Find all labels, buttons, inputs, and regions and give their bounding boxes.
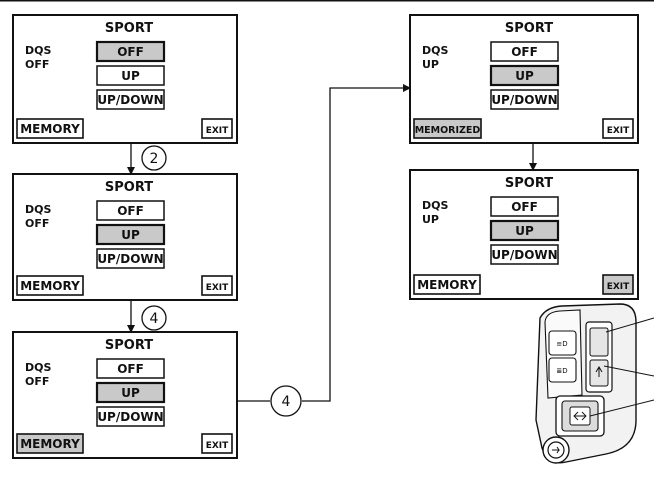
exit-button[interactable]: EXIT bbox=[602, 274, 634, 295]
screen-title: SPORT bbox=[505, 21, 553, 36]
svg-text:4: 4 bbox=[150, 311, 159, 327]
memory-button[interactable]: MEMORY bbox=[413, 274, 481, 295]
memorized-button[interactable]: MEMORIZED bbox=[413, 118, 482, 139]
option-up-down[interactable]: UP/DOWN bbox=[96, 248, 165, 269]
step-marker-2: 4 bbox=[141, 305, 167, 331]
screen-title: SPORT bbox=[105, 338, 153, 353]
option-label: OFF bbox=[117, 204, 144, 218]
exit-button[interactable]: EXIT bbox=[602, 118, 634, 139]
left-button-label: MEMORY bbox=[417, 278, 477, 292]
option-up-down[interactable]: UP/DOWN bbox=[490, 89, 559, 110]
exit-label: EXIT bbox=[206, 126, 229, 136]
dqs-label: DQS bbox=[422, 199, 448, 212]
arrow-marker-s4 bbox=[302, 84, 411, 402]
option-label: UP/DOWN bbox=[97, 93, 163, 107]
option-up[interactable]: UP bbox=[95, 381, 166, 404]
option-label: UP bbox=[121, 69, 140, 83]
svg-text:≡D: ≡D bbox=[556, 340, 567, 348]
connectors bbox=[127, 84, 537, 402]
svg-text:2: 2 bbox=[150, 151, 159, 167]
option-label: UP bbox=[121, 386, 140, 400]
left-button-label: MEMORY bbox=[20, 279, 80, 293]
option-label: UP bbox=[515, 69, 534, 83]
exit-button[interactable]: EXIT bbox=[201, 433, 233, 454]
exit-button[interactable]: EXIT bbox=[201, 118, 233, 139]
option-label: OFF bbox=[511, 200, 538, 214]
option-off[interactable]: OFF bbox=[96, 200, 165, 221]
exit-label: EXIT bbox=[206, 283, 229, 293]
exit-label: EXIT bbox=[607, 282, 630, 292]
dqs-label: DQS bbox=[422, 44, 448, 57]
screen-title: SPORT bbox=[105, 180, 153, 195]
step-marker-1: 2 bbox=[141, 145, 167, 171]
option-up[interactable]: UP bbox=[96, 65, 165, 86]
dqs-label: DQS bbox=[25, 203, 51, 216]
option-label: UP/DOWN bbox=[491, 93, 557, 107]
option-up-down[interactable]: UP/DOWN bbox=[96, 406, 165, 427]
dqs-value: OFF bbox=[25, 58, 49, 71]
option-off[interactable]: OFF bbox=[95, 40, 166, 63]
exit-label: EXIT bbox=[607, 126, 630, 136]
option-label: UP bbox=[121, 228, 140, 242]
screen-title: SPORT bbox=[505, 176, 553, 191]
option-up-down[interactable]: UP/DOWN bbox=[490, 244, 559, 265]
svg-text:≣D: ≣D bbox=[556, 367, 567, 375]
option-off[interactable]: OFF bbox=[490, 41, 559, 62]
left-button-label: MEMORY bbox=[20, 122, 80, 136]
left-button-label: MEMORIZED bbox=[415, 125, 481, 136]
memory-button[interactable]: MEMORY bbox=[16, 433, 84, 454]
dqs-label: DQS bbox=[25, 361, 51, 374]
option-off[interactable]: OFF bbox=[490, 196, 559, 217]
option-up[interactable]: UP bbox=[95, 223, 166, 246]
option-up[interactable]: UP bbox=[489, 219, 560, 242]
dqs-value: UP bbox=[422, 213, 439, 226]
dqs-label: DQS bbox=[25, 44, 51, 57]
dqs-value: UP bbox=[422, 58, 439, 71]
option-label: OFF bbox=[511, 45, 538, 59]
exit-button[interactable]: EXIT bbox=[201, 275, 233, 296]
option-up[interactable]: UP bbox=[489, 64, 560, 87]
option-label: UP/DOWN bbox=[97, 252, 163, 266]
memory-button[interactable]: MEMORY bbox=[16, 275, 84, 296]
option-label: OFF bbox=[117, 362, 144, 376]
handlebar-switch-icon: ≡D ≣D bbox=[535, 303, 654, 464]
screen-title: SPORT bbox=[105, 21, 153, 36]
left-button-label: MEMORY bbox=[20, 437, 80, 451]
step-marker-3: 4 bbox=[270, 385, 302, 417]
exit-label: EXIT bbox=[206, 441, 229, 451]
dqs-value: OFF bbox=[25, 375, 49, 388]
option-label: UP bbox=[515, 224, 534, 238]
dqs-value: OFF bbox=[25, 217, 49, 230]
option-off[interactable]: OFF bbox=[96, 358, 165, 379]
option-label: OFF bbox=[117, 45, 144, 59]
svg-text:4: 4 bbox=[282, 394, 291, 410]
option-up-down[interactable]: UP/DOWN bbox=[96, 89, 165, 110]
option-label: UP/DOWN bbox=[491, 248, 557, 262]
memory-button[interactable]: MEMORY bbox=[16, 118, 84, 139]
option-label: UP/DOWN bbox=[97, 410, 163, 424]
